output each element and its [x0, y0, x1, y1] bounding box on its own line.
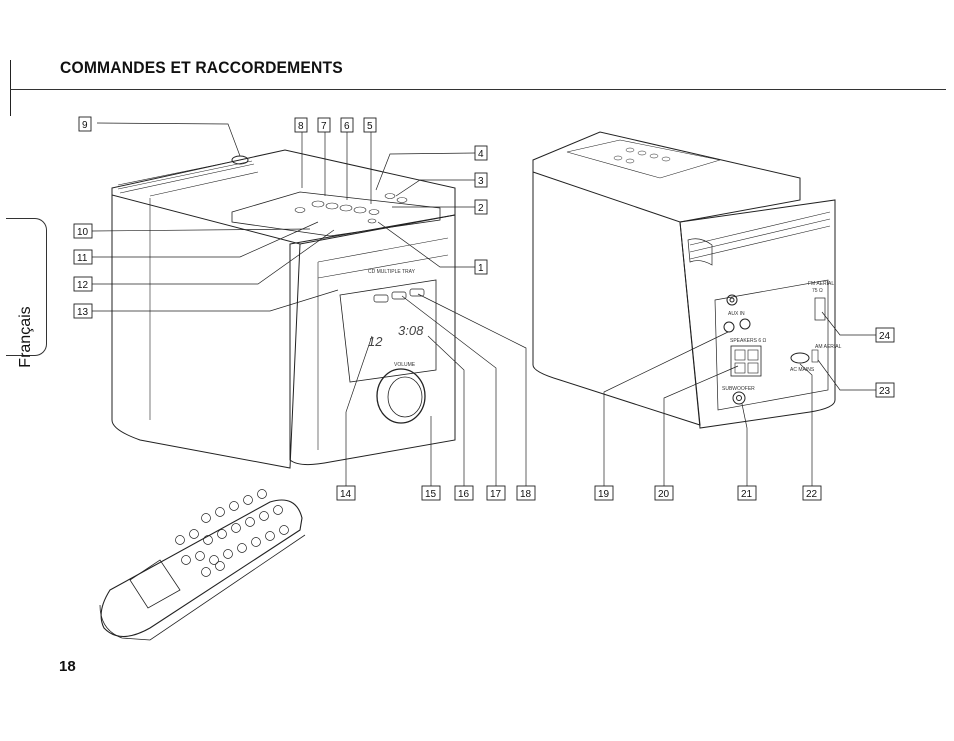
callout-10: 10	[77, 227, 89, 238]
front-unit-drawing	[111, 149, 456, 469]
callout-1: 1	[478, 263, 484, 274]
fm-pole-label: 75 Ω	[812, 288, 823, 294]
callout-9: 9	[82, 120, 88, 131]
callout-21: 21	[741, 489, 753, 500]
callout-6: 6	[344, 121, 350, 132]
page-title: COMMANDES ET RACCORDEMENTS	[60, 58, 343, 77]
callout-24: 24	[879, 331, 891, 342]
callout-12: 12	[77, 280, 89, 291]
remote-control-drawing	[99, 489, 306, 641]
callout-23: 23	[879, 386, 891, 397]
callout-22: 22	[806, 489, 818, 500]
callout-13: 13	[77, 307, 89, 318]
callout-20: 20	[658, 489, 670, 500]
callout-7: 7	[321, 121, 327, 132]
callout-4: 4	[478, 149, 484, 160]
tray-label: CD MULTIPLE TRAY	[368, 269, 416, 275]
page-number: 18	[59, 658, 76, 675]
callout-16: 16	[458, 489, 470, 500]
callout-19: 19	[598, 489, 610, 500]
rear-unit-drawing	[532, 131, 836, 429]
subwoofer-label: SUBWOOFER	[722, 386, 755, 392]
fm-aerial-label: FM AERIAL	[808, 281, 834, 287]
callout-2: 2	[478, 203, 484, 214]
callout-11: 11	[77, 253, 88, 264]
ac-mains-label: AC MAINS	[790, 367, 815, 373]
callout-5: 5	[367, 121, 373, 132]
aux-in-label: AUX IN	[728, 311, 745, 317]
language-tab: Français	[6, 218, 47, 368]
callout-18: 18	[520, 489, 532, 500]
header-vertical-rule	[10, 60, 11, 116]
display-digits-left: 12	[368, 334, 383, 349]
callout-17: 17	[490, 489, 502, 500]
leader-lines	[91, 122, 876, 486]
volume-label: VOLUME	[394, 362, 416, 368]
display-digits-right: 3:08	[398, 323, 424, 338]
callout-3: 3	[478, 176, 484, 187]
header-horizontal-rule	[10, 89, 946, 90]
callout-15: 15	[425, 489, 437, 500]
callout-14: 14	[340, 489, 352, 500]
speakers-label: SPEAKERS 6 Ω	[730, 338, 767, 344]
callout-8: 8	[298, 121, 304, 132]
am-aerial-label: AM AERIAL	[815, 344, 842, 350]
